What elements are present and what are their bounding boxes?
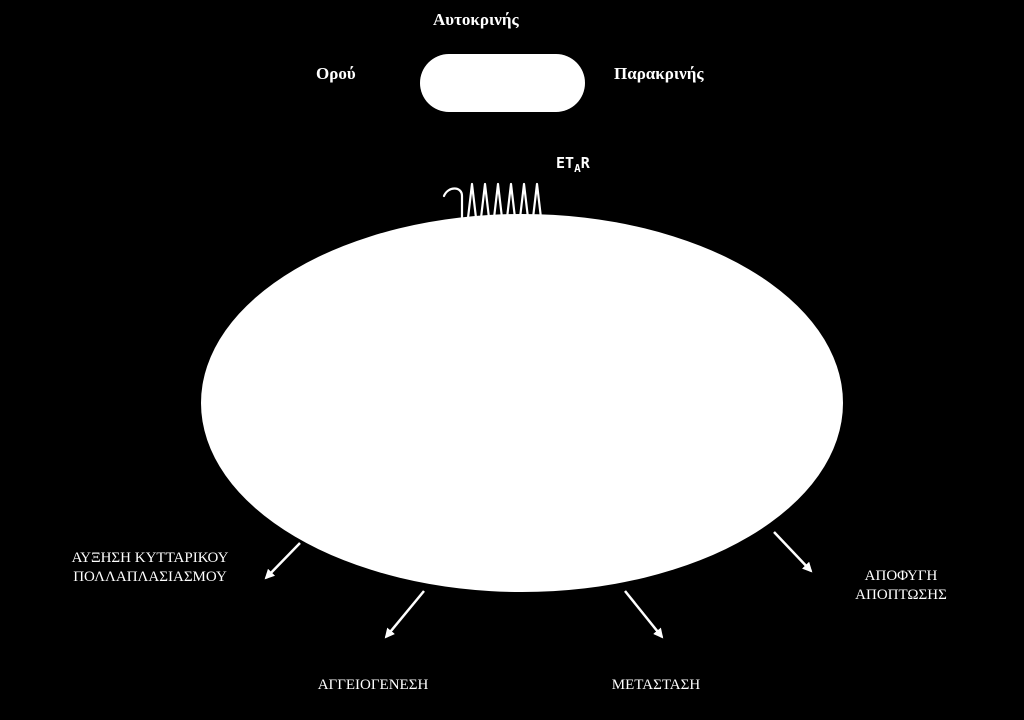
ligand-capsule <box>420 54 585 112</box>
arrow-proliferation <box>264 542 301 580</box>
source-label-serum: Ορού <box>316 64 356 83</box>
receptor-label: ETAR <box>556 154 590 175</box>
outcome-label-angiogenesis: ΑΓΓΕΙΟΓΕΝΕΣΗ <box>317 677 429 693</box>
receptor-label-subscript: A <box>574 162 581 175</box>
arrow-angiogenesis <box>384 590 425 639</box>
arrow-apoptosis-escape <box>773 531 813 573</box>
source-label-paracrine: Παρακρινής <box>614 64 704 83</box>
outcome-line: ΑΥΞΗΣΗ ΚΥΤΤΑΡΙΚΟΥ <box>71 550 229 566</box>
coil-receptor-icon <box>442 182 545 220</box>
arrow-metastasis <box>624 590 664 639</box>
receptor-label-suffix: R <box>580 154 590 172</box>
receptor-label-prefix: ET <box>556 154 575 172</box>
outcome-label-metastasis: ΜΕΤΑΣΤΑΣΗ <box>611 677 701 693</box>
outcome-line: ΑΠΟΦΥΓΗ <box>864 568 938 584</box>
outcome-line: ΑΠΟΠΤΩΣΗΣ <box>855 587 947 603</box>
outcome-line: ΠΟΛΛΑΠΛΑΣΙΑΣΜΟΥ <box>73 569 227 585</box>
source-label-autocrine: Αυτοκρινής <box>433 10 519 29</box>
cell-body <box>201 214 843 592</box>
outcome-label-proliferation: ΑΥΞΗΣΗ ΚΥΤΤΑΡΙΚΟΥ ΠΟΛΛΑΠΛΑΣΙΑΣΜΟΥ <box>35 549 265 587</box>
outcome-label-apoptosis-escape: ΑΠΟΦΥΓΗ ΑΠΟΠΤΩΣΗΣ <box>826 567 976 605</box>
